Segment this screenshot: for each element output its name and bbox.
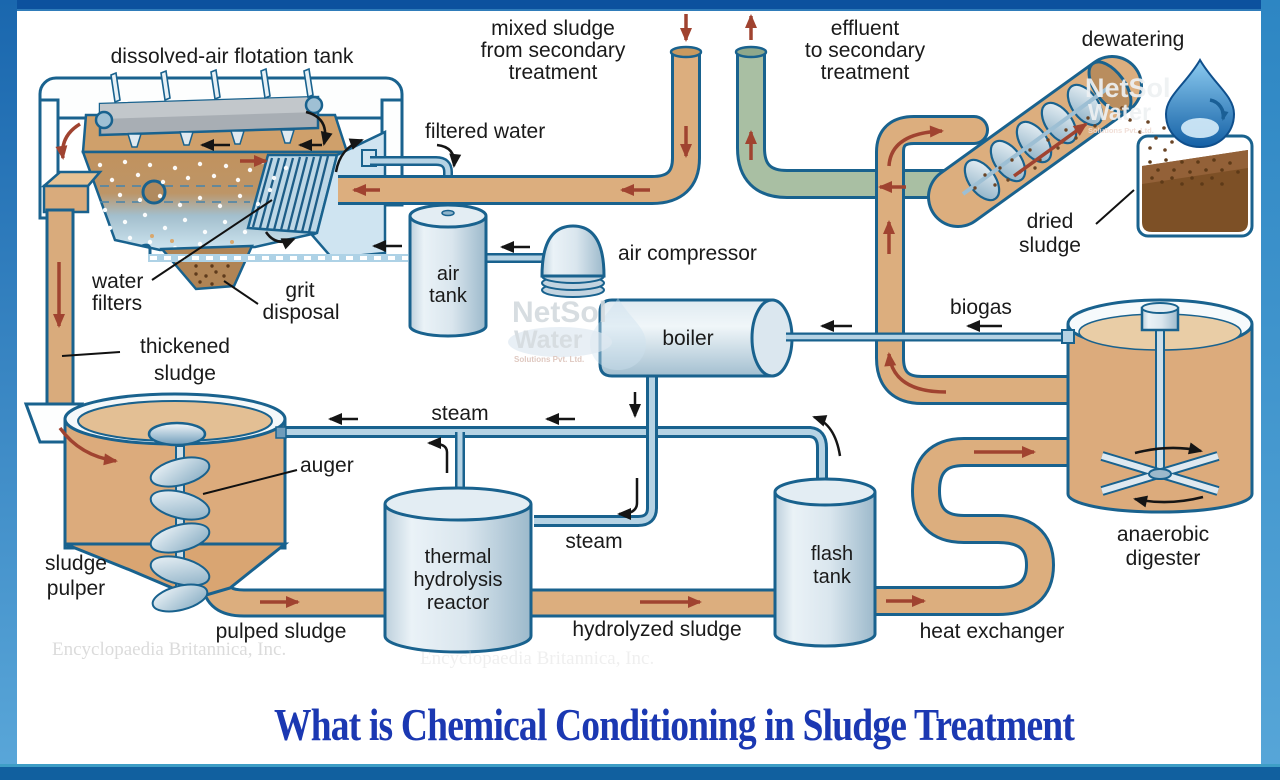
dried-sludge-specks: [1148, 158, 1240, 186]
label-hydrolyzed-sludge: hydrolyzed sludge: [572, 618, 741, 641]
label-air-compressor: air compressor: [618, 242, 757, 265]
label-thickened-sludge: thickened: [140, 335, 230, 358]
label-pointer-lines: [61, 189, 1135, 495]
red-flow-arrows: [53, 14, 1088, 608]
label-anaerobic-digester: digester: [1126, 547, 1201, 570]
label-filtered-water: filtered water: [425, 120, 545, 143]
label-dried-sludge: sludge: [1019, 234, 1081, 257]
watermark-text: Water: [514, 326, 583, 354]
label-heat-exchanger: heat exchanger: [920, 620, 1065, 643]
label-thermal-reactor: hydrolysis: [414, 569, 503, 591]
air-bubbles: [97, 159, 289, 251]
flash-tank: [773, 477, 877, 648]
heat-exchanger-coil: [868, 437, 1075, 616]
label-flash-tank: tank: [813, 566, 852, 588]
sludge-pulper: [63, 392, 290, 613]
black-flow-arrows: [200, 110, 1204, 520]
thermal-hydrolysis-reactor: [383, 486, 533, 654]
watermark-text: Solutions Pvt. Ltd.: [514, 355, 584, 364]
grit-zone: [159, 244, 254, 291]
label-water-filters: filters: [92, 292, 142, 315]
anaerobic-digester: [1061, 298, 1254, 514]
britannica-watermark: Encyclopaedia Britannica, Inc. Encyclopa…: [52, 639, 654, 669]
watermark-text: NetSol: [1085, 73, 1171, 103]
mixed-sludge-pipe: [338, 45, 703, 205]
label-grit-disposal: disposal: [262, 301, 339, 324]
netsol-logo: [1164, 58, 1236, 149]
watermark-text: NetSol: [512, 296, 607, 329]
watermark-text: Water: [1088, 99, 1151, 125]
skimmer-conveyor: [94, 67, 324, 148]
watermark-text: Encyclopaedia Britannica, Inc.: [420, 648, 654, 669]
label-steam: steam: [565, 530, 622, 553]
label-mixed-sludge: from secondary: [481, 39, 626, 62]
label-flotation-tank: dissolved-air flotation tank: [111, 45, 354, 68]
watermark-text: Solutions Pvt. Ltd.: [1088, 126, 1154, 135]
label-effluent: to secondary: [805, 39, 926, 62]
label-effluent: treatment: [821, 61, 910, 84]
label-grit-disposal: grit: [285, 279, 314, 302]
label-sludge-pulper: sludge: [45, 552, 107, 575]
auger-screw: [149, 445, 211, 613]
label-air-tank: tank: [429, 285, 468, 307]
netsol-watermark-dewatering: NetSol Water Solutions Pvt. Ltd.: [1085, 73, 1171, 135]
label-dewatering: dewatering: [1082, 28, 1185, 51]
dewatering-screw-conveyor: [927, 55, 1143, 228]
label-air-tank: air: [437, 263, 460, 285]
label-mixed-sludge: mixed sludge: [491, 17, 615, 40]
label-pulped-sludge: pulped sludge: [216, 620, 347, 643]
watermark-text: Encyclopaedia Britannica, Inc.: [52, 639, 286, 660]
label-auger: auger: [300, 454, 354, 477]
label-flash-tank: flash: [811, 543, 853, 565]
label-steam: steam: [431, 402, 488, 425]
digester-agitator: [1100, 302, 1220, 496]
filtered-water-pipe: [370, 156, 453, 222]
steam-main-pipe: [278, 426, 828, 502]
air-tank: [408, 203, 488, 338]
digested-sludge-riser: [875, 115, 1090, 405]
label-water-filters: water: [91, 270, 143, 293]
grit-drain-hook: [141, 243, 152, 262]
biogas-nozzle: [1061, 329, 1075, 344]
air-compressor: [540, 224, 606, 298]
label-thickened-sludge: sludge: [154, 362, 216, 385]
conveyor-paddles: [110, 67, 314, 148]
label-boiler: boiler: [662, 327, 713, 350]
label-sludge-pulper: pulper: [47, 577, 105, 600]
label-mixed-sludge: treatment: [509, 61, 598, 84]
label-thermal-reactor: thermal: [425, 546, 492, 568]
diagram-labels: dissolved-air flotation tank mixed sludg…: [45, 17, 1209, 643]
netsol-watermark-boiler: NetSol Water Solutions Pvt. Ltd.: [508, 296, 646, 370]
logo-swirl-arrow-icon: [1209, 98, 1229, 121]
label-anaerobic-digester: anaerobic: [1117, 523, 1209, 546]
label-biogas: biogas: [950, 296, 1012, 319]
label-effluent: effluent: [831, 17, 900, 40]
label-dried-sludge: dried: [1027, 210, 1074, 233]
logo-highlight: [1181, 118, 1219, 138]
page-title: What is Chemical Conditioning in Sludge …: [274, 699, 1075, 750]
boiler-steam-downpipe: [534, 356, 658, 527]
skim-chute: [40, 170, 103, 214]
inlet-nozzle: [141, 179, 167, 205]
label-thermal-reactor: reactor: [427, 592, 490, 614]
